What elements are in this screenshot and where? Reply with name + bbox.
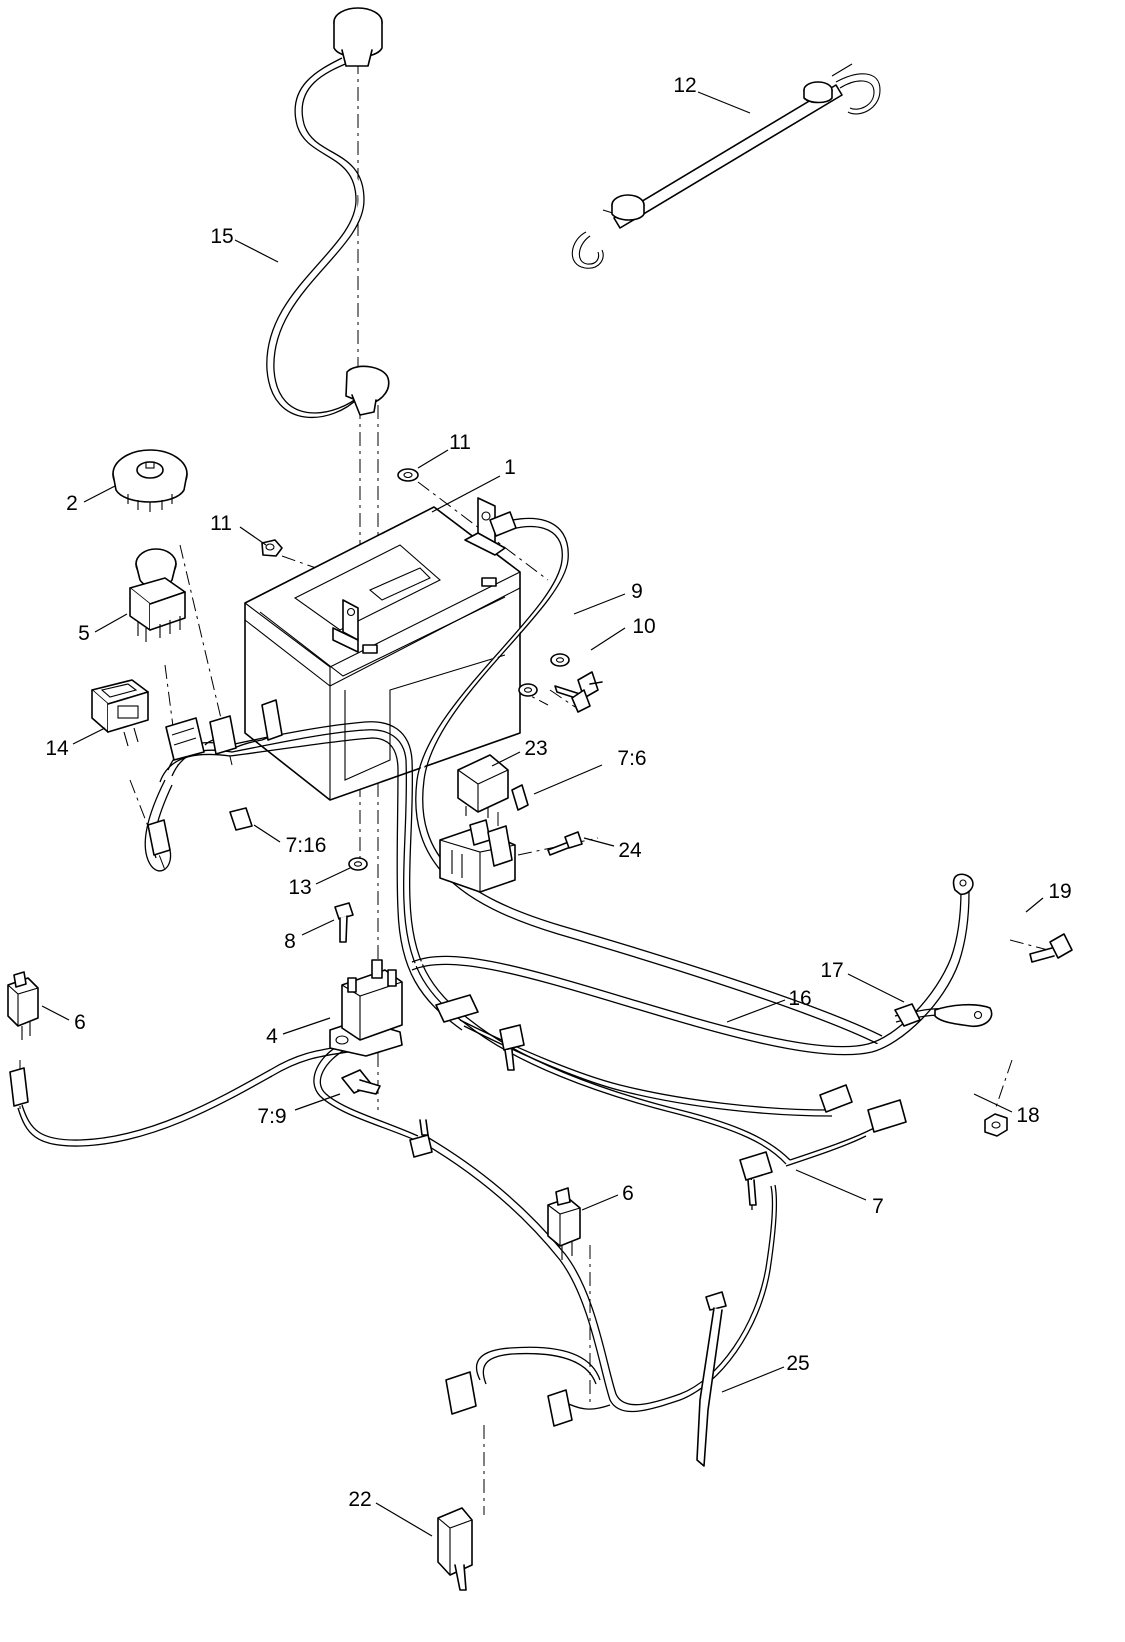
- ignition-switch: [112, 449, 188, 512]
- callout-labels: 12 15 11 1 11 2 5 9 10 14 23 7:6 7:16 24…: [45, 74, 1071, 1511]
- callout-15: 15: [210, 225, 233, 248]
- callout-12: 12: [673, 74, 696, 97]
- callout-14: 14: [45, 737, 69, 760]
- callout-19: 19: [1048, 880, 1071, 903]
- callout-leaders: [41, 91, 1044, 1537]
- callout-23: 23: [524, 737, 547, 760]
- callout-24: 24: [618, 839, 642, 862]
- fuse-7-6: [511, 784, 529, 811]
- callout-2: 2: [66, 492, 78, 515]
- relay: [457, 754, 509, 818]
- callout-5: 5: [78, 622, 90, 645]
- callout-8: 8: [284, 930, 296, 953]
- diode-7-9: [341, 1069, 381, 1095]
- callout-13: 13: [288, 876, 311, 899]
- callout-16: 16: [788, 987, 811, 1010]
- callout-7: 7: [872, 1195, 884, 1218]
- callout-6-right: 6: [622, 1182, 634, 1205]
- hour-meter: [91, 679, 149, 747]
- callout-11-left: 11: [210, 512, 232, 535]
- callout-7-9: 7:9: [257, 1105, 286, 1128]
- pto-switch: [129, 548, 186, 642]
- fuse-block: [439, 819, 516, 893]
- callout-11-top: 11: [449, 431, 471, 454]
- callout-17: 17: [820, 959, 843, 982]
- callout-9: 9: [631, 580, 643, 603]
- callout-18: 18: [1016, 1104, 1039, 1127]
- cable-tie: [696, 1291, 727, 1467]
- battery-hold-down-rod: [571, 63, 881, 269]
- starter-solenoid: [329, 959, 403, 1057]
- interlock-switch-left: [7, 971, 39, 1040]
- assembly-centerlines: [19, 60, 1049, 1515]
- ground-cable: [411, 873, 993, 1056]
- callout-22: 22: [348, 1488, 371, 1511]
- seat-switch-22: [437, 1371, 477, 1591]
- interlock-switch-right: [547, 1187, 581, 1427]
- callout-7-16: 7:16: [286, 834, 327, 857]
- fuse-7-16: [229, 807, 253, 831]
- main-wiring-harness: [9, 699, 907, 1413]
- hardware-fasteners: [261, 468, 1073, 1137]
- battery: [244, 497, 883, 1045]
- callout-10: 10: [632, 615, 655, 638]
- callout-4: 4: [266, 1025, 278, 1048]
- callout-7-6: 7:6: [617, 747, 646, 770]
- callout-1: 1: [504, 456, 516, 479]
- callout-25: 25: [786, 1352, 809, 1375]
- callout-6-left: 6: [74, 1011, 86, 1034]
- battery-cable-with-boot: [266, 7, 390, 419]
